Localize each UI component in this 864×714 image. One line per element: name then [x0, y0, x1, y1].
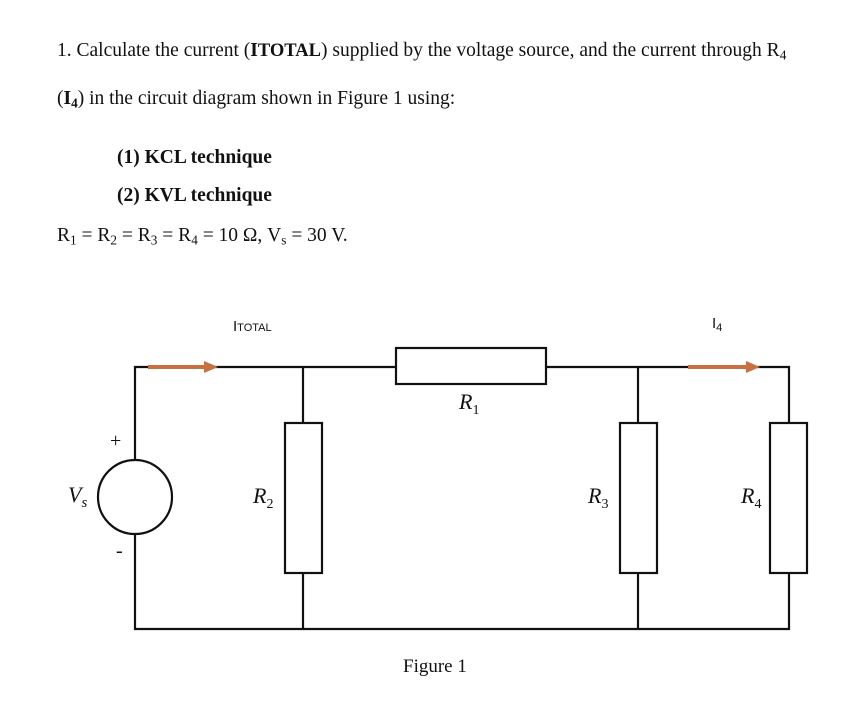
r4-subscript: 4: [754, 497, 762, 512]
question-text: Calculate the current (: [71, 40, 251, 61]
i4-letter: I: [63, 88, 72, 109]
given-values: R1 = R2 = R3 = R4 = 10 Ω, Vs = 30 V.: [57, 225, 348, 248]
r4-subscript: 4: [779, 47, 787, 63]
question-line-2: (I4) in the circuit diagram shown in Fig…: [57, 88, 455, 111]
question-number: 1.: [57, 40, 72, 61]
r2-label: R2: [253, 483, 273, 513]
vs-label: Vs: [68, 482, 87, 512]
eq: = R: [117, 225, 151, 246]
r2-subscript: 2: [266, 497, 274, 512]
itotal-arrow: [148, 361, 218, 373]
resistor-r2: [283, 421, 324, 575]
resistor-r1: [394, 346, 548, 386]
question-text-cont: ) supplied by the voltage source, and th…: [321, 40, 780, 61]
paren: (: [57, 88, 64, 109]
method-kvl: (2) KVL technique: [117, 185, 272, 206]
minus-sign: -: [116, 540, 123, 562]
wire-bottom: [133, 534, 791, 631]
r3-subscript: 3: [601, 497, 609, 512]
wire-top-right: [546, 365, 791, 423]
r4-letter: R: [741, 483, 755, 508]
r1-letter: R: [459, 389, 473, 414]
i4-label-letter: I: [712, 315, 717, 332]
r2-sub: 2: [110, 232, 118, 248]
vs-sub: s: [281, 232, 287, 248]
method-kcl: (1) KCL technique: [117, 147, 272, 168]
itotal-letter: I: [250, 40, 258, 61]
itotal-label-letter: I: [233, 318, 238, 335]
r1-label: R1: [459, 389, 479, 419]
itotal-term: ITOTAL: [250, 40, 321, 61]
r4-label: R4: [741, 483, 761, 513]
vs-subscript: s: [81, 495, 88, 511]
i4-term: I4: [63, 88, 78, 111]
r4-sub: 4: [191, 232, 198, 248]
figure-caption: Figure 1: [403, 656, 467, 677]
vs-letter: V: [68, 482, 82, 507]
r1: R: [57, 225, 71, 246]
wires: [133, 365, 791, 631]
i4-arrow: [688, 361, 760, 373]
itotal-subscript: TOTAL: [257, 40, 322, 61]
itotal-label-sub: TOTAL: [237, 322, 272, 334]
i4-label: I4: [712, 315, 722, 334]
eq: = R: [76, 225, 111, 246]
resistor-r4: [768, 421, 809, 575]
question-text-line2: ) in the circuit diagram shown in Figure…: [77, 88, 456, 109]
voltage-source-symbol: [96, 458, 174, 536]
r3-letter: R: [588, 483, 602, 508]
r3-label: R3: [588, 483, 608, 513]
itotal-arrow-head: [204, 361, 218, 373]
eq: = R: [157, 225, 192, 246]
resistance-value: = 10 Ω, V: [197, 225, 282, 246]
resistor-r3: [618, 421, 659, 575]
i4-label-sub: 4: [716, 322, 723, 334]
itotal-label: ITOTAL: [233, 318, 272, 335]
i4-arrow-head: [746, 361, 760, 373]
r1-subscript: 1: [472, 403, 480, 418]
i4-subscript: 4: [71, 95, 78, 111]
wire-top-left: [133, 365, 396, 460]
r2-letter: R: [253, 483, 267, 508]
r1-sub: 1: [70, 232, 77, 248]
plus-sign: +: [110, 430, 122, 452]
r3-sub: 3: [150, 232, 158, 248]
voltage-value: = 30 V.: [286, 225, 348, 246]
question-line-1: 1. Calculate the current (ITOTAL) suppli…: [57, 40, 786, 63]
